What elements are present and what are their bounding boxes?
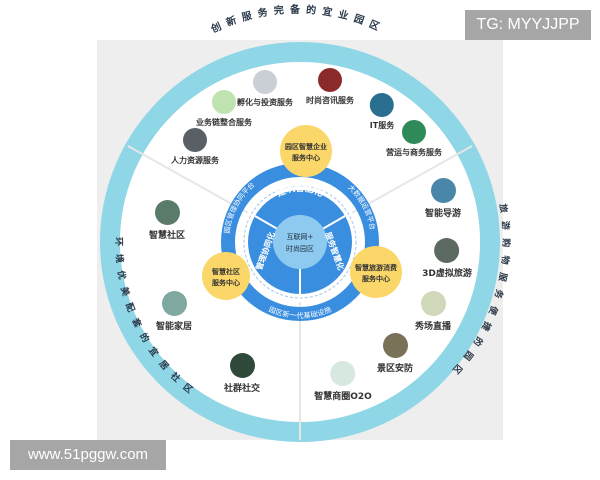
- service-smart-community: 智慧社区: [149, 200, 185, 241]
- live-show-icon: [420, 291, 446, 316]
- svg-text:服务中心: 服务中心: [292, 153, 320, 162]
- service-fashion-news: 时尚咨讯服务: [306, 68, 354, 106]
- service-smart-home: 智能家居: [156, 291, 192, 332]
- svg-text:智慧社区: 智慧社区: [212, 267, 240, 276]
- smart-home-icon: [161, 291, 187, 316]
- service-smart-guide: 智能导游: [425, 178, 461, 219]
- globe-icon: [402, 120, 426, 144]
- community-icon: [154, 200, 180, 225]
- fashion-news-icon: [318, 68, 342, 92]
- sector-label-building: 建筑智能化: [275, 182, 326, 199]
- service-social: 社群社交: [224, 353, 260, 394]
- hub-enterprise: [280, 125, 332, 177]
- core-label-line2: 时尚园区: [286, 244, 314, 253]
- hub-community: [202, 252, 250, 300]
- people-icon: [183, 128, 207, 152]
- o2o-icon: [330, 361, 356, 386]
- guide-icon: [430, 178, 456, 203]
- service-live-show: 秀场直播: [415, 291, 451, 332]
- service-virtual-tour: 3D虚拟旅游: [422, 238, 472, 279]
- hub-tourism: [350, 246, 402, 298]
- service-business-chain: 业务链整合服务: [196, 90, 252, 128]
- watermark-bottom: www.51pggw.com: [10, 440, 166, 470]
- svg-text:园区智慧企业: 园区智慧企业: [285, 142, 327, 151]
- it-service-icon: [370, 93, 394, 117]
- service-incubation: 孵化与投资服务: [237, 70, 293, 108]
- service-o2o: 智慧商圈O2O: [314, 361, 372, 402]
- svg-text:服务中心: 服务中心: [362, 274, 390, 283]
- service-hr: 人力资源服务: [171, 128, 219, 166]
- service-operations: 营运与商务服务: [386, 120, 442, 158]
- service-scenic-security: 景区安防: [377, 333, 413, 374]
- business-chain-icon: [212, 90, 236, 114]
- svg-text:建筑智能化: 建筑智能化: [275, 182, 326, 199]
- core-circle: [273, 215, 327, 269]
- svg-text:服务中心: 服务中心: [212, 278, 240, 287]
- outer-label-top: 创新服务完备的宜业园区: [208, 3, 381, 36]
- svg-text:智慧旅游消费: 智慧旅游消费: [355, 263, 397, 272]
- watermark-top: TG: MYYJJPP: [465, 10, 591, 40]
- incubation-icon: [253, 70, 277, 94]
- svg-text:创新服务完备的宜业园区: 创新服务完备的宜业园区: [208, 3, 387, 36]
- core-label-line1: 互联网+: [287, 232, 314, 241]
- service-it: IT服务: [370, 93, 394, 131]
- social-icon: [229, 353, 255, 378]
- virtual-tour-icon: [434, 238, 460, 263]
- security-icon: [382, 333, 408, 358]
